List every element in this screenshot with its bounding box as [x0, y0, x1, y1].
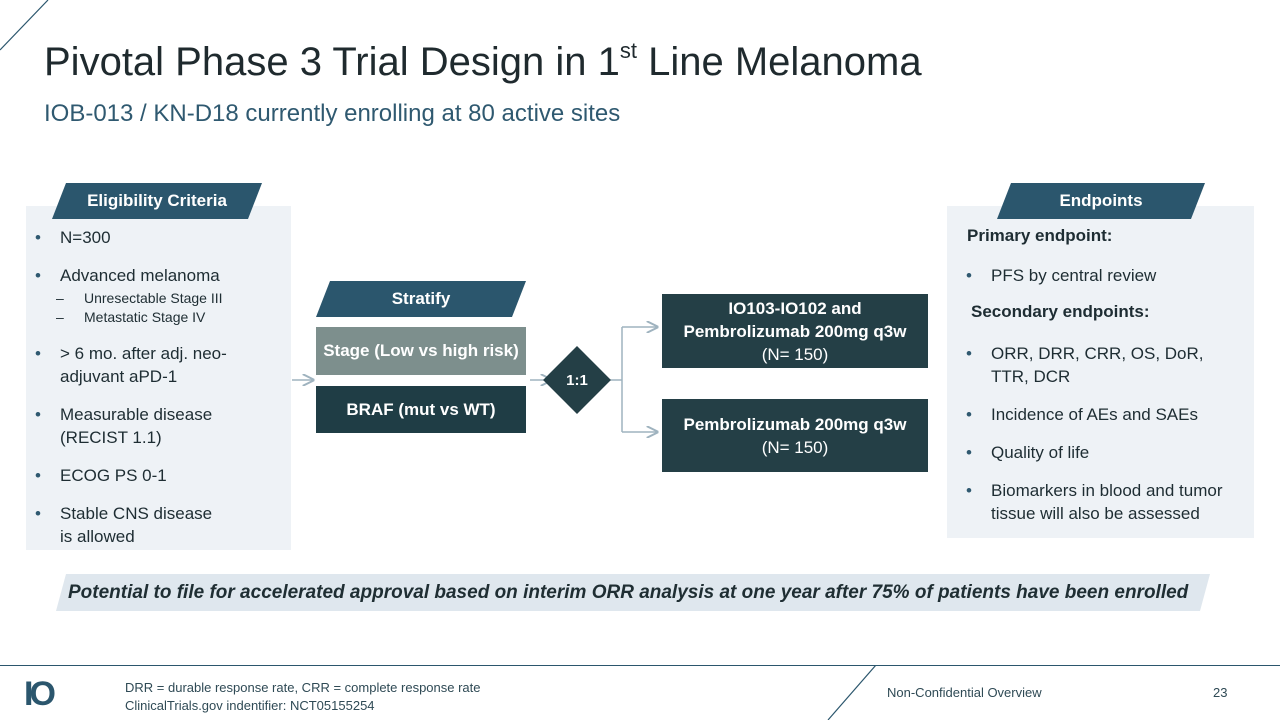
list-item: PFS by central review [957, 264, 1247, 287]
footer-divider [0, 665, 1280, 666]
eligibility-panel: N=300 Advanced melanoma Unresectable Sta… [26, 206, 291, 550]
primary-endpoint-list: PFS by central review [957, 264, 1247, 302]
secondary-endpoint-label: Secondary endpoints: [971, 302, 1150, 321]
braf-factor-box: BRAF (mut vs WT) [316, 386, 526, 433]
list-item: Measurable disease (RECIST 1.1) [26, 403, 276, 449]
primary-endpoint-label: Primary endpoint: [967, 226, 1113, 245]
list-item: Quality of life [957, 441, 1247, 464]
arm2-n: (N= 150) [761, 437, 829, 457]
secondary-endpoint-list: ORR, DRR, CRR, OS, DoR, TTR, DCR Inciden… [957, 342, 1247, 540]
list-item: N=300 [26, 226, 276, 249]
corner-decoration [0, 0, 49, 51]
footnote-line1: DRR = durable response rate, CRR = compl… [125, 680, 481, 695]
treatment-arm-control: Pembrolizumab 200mg q3w (N= 150) [662, 399, 928, 472]
list-item: Stable CNS disease is allowed [26, 502, 276, 548]
treatment-arm-combination: IO103-IO102 and Pembrolizumab 200mg q3w … [662, 294, 928, 368]
list-item: Biomarkers in blood and tumor tissue wil… [957, 479, 1247, 525]
stratify-heading: Stratify [316, 281, 526, 317]
footnote-line2: ClinicalTrials.gov indentifier: NCT05155… [125, 698, 375, 713]
sub-item: Metastatic Stage IV [26, 308, 276, 327]
eligibility-heading: Eligibility Criteria [52, 183, 262, 219]
list-item: Advanced melanoma Unresectable Stage III… [26, 264, 276, 327]
endpoints-panel: Primary endpoint: PFS by central review … [947, 206, 1254, 538]
list-item: > 6 mo. after adj. neo-adjuvant aPD-1 [26, 342, 276, 388]
footnote: DRR = durable response rate, CRR = compl… [125, 679, 481, 715]
company-logo: IO [24, 675, 56, 713]
page-number: 23 [1213, 685, 1228, 700]
arm1-line2: Pembrolizumab 200mg q3w [683, 321, 907, 341]
arm1-line1: IO103-IO102 and [728, 298, 862, 318]
approval-banner: Potential to file for accelerated approv… [56, 574, 1210, 611]
randomization-ratio: 1:1 [566, 371, 588, 389]
flow-arrows [292, 310, 680, 450]
arm1-n: (N= 150) [761, 344, 829, 364]
arm2-line1: Pembrolizumab 200mg q3w [683, 414, 907, 434]
stage-factor-box: Stage (Low vs high risk) [316, 327, 526, 375]
banner-text: Potential to file for accelerated approv… [68, 581, 1189, 603]
list-item: ORR, DRR, CRR, OS, DoR, TTR, DCR [957, 342, 1247, 388]
page-title: Pivotal Phase 3 Trial Design in 1st Line… [44, 38, 922, 84]
list-item: Incidence of AEs and SAEs [957, 403, 1247, 426]
footer-slash [827, 665, 877, 720]
sub-item: Unresectable Stage III [26, 289, 276, 308]
eligibility-list: N=300 Advanced melanoma Unresectable Sta… [26, 226, 276, 563]
list-item: ECOG PS 0-1 [26, 464, 276, 487]
page-subtitle: IOB-013 / KN-D18 currently enrolling at … [44, 100, 621, 127]
footer-label: Non-Confidential Overview [887, 685, 1042, 700]
endpoints-heading: Endpoints [997, 183, 1205, 219]
